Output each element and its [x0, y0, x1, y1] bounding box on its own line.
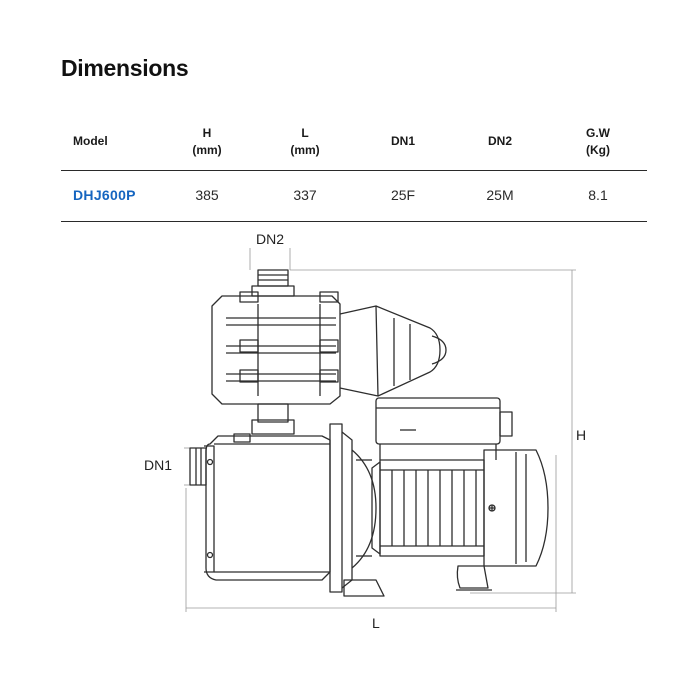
label-l: L [372, 615, 380, 631]
header-h-label: H [202, 126, 212, 140]
terminal-box [375, 397, 501, 445]
label-dn2: DN2 [256, 231, 284, 247]
table-row: DHJ600P 385 337 25F 25M 8.1 [61, 171, 647, 222]
table-header-row: Model H (mm) L (mm) DN1 DN2 G.W (Kg) [61, 116, 647, 171]
header-gw-unit: (Kg) [586, 143, 610, 157]
header-model: Model [73, 134, 108, 148]
header-gw-label: G.W [586, 126, 610, 140]
header-l: L (mm) [290, 125, 319, 159]
cell-l: 337 [293, 187, 317, 203]
front-foot [343, 579, 385, 597]
page-title: Dimensions [61, 55, 189, 81]
header-dn2: DN2 [487, 134, 513, 148]
motor-body [379, 459, 485, 557]
label-h: H [576, 427, 586, 443]
inlet-fitting [189, 447, 207, 486]
cell-model: DHJ600P [73, 187, 136, 203]
motor-end-cap [483, 449, 549, 567]
dimension-lines [184, 248, 576, 612]
dimensions-table: Model H (mm) L (mm) DN1 DN2 G.W (Kg) DHJ… [61, 116, 647, 222]
header-h: H (mm) [192, 125, 221, 159]
header-dn1: DN1 [390, 134, 416, 148]
cell-dn2: 25M [486, 187, 514, 203]
cell-dn1: 25F [390, 187, 416, 203]
flange [329, 423, 343, 593]
cell-h: 385 [195, 187, 219, 203]
header-l-unit: (mm) [290, 143, 320, 157]
header-gw: G.W (Kg) [586, 125, 610, 159]
pump-casing [205, 435, 331, 581]
outlet-nipple [257, 269, 289, 287]
pressure-tank [375, 305, 441, 397]
header-l-label: L [301, 126, 309, 140]
pump-illustration [189, 269, 549, 597]
controller-housing [211, 295, 341, 405]
rear-foot [456, 565, 489, 589]
cell-gw: 8.1 [588, 187, 608, 203]
label-dn1: DN1 [144, 457, 172, 473]
header-h-unit: (mm) [192, 143, 222, 157]
